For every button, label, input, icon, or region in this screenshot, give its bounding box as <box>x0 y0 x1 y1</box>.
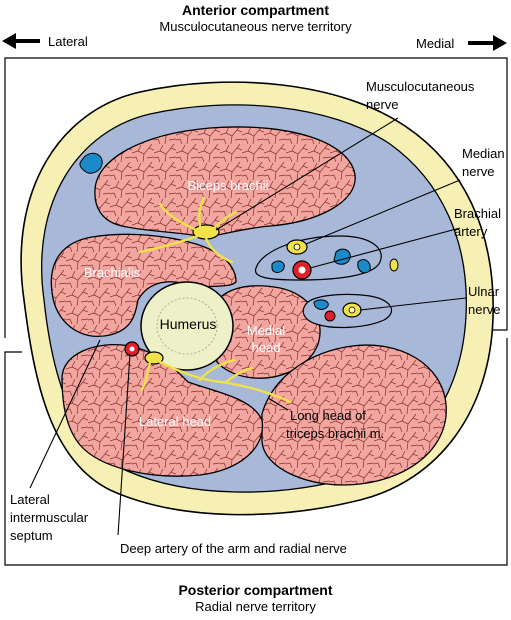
humerus-marrow <box>156 297 218 355</box>
medial-head-label-line1: Medial <box>247 323 285 338</box>
small-vessel <box>389 258 399 272</box>
biceps-brachii-muscle <box>94 126 356 238</box>
musculocutaneous-callout-line1: Musculocutaneous <box>366 79 475 94</box>
medial-label: Medial <box>416 36 455 51</box>
lateral-label: Lateral <box>48 34 88 49</box>
posterior-compartment-bracket <box>4 338 508 566</box>
long-head-muscle <box>261 344 447 486</box>
brachial-artery-callout-line2: artery <box>454 224 488 239</box>
brachial-vein-2 <box>271 260 285 273</box>
deep-artery-lumen <box>129 346 135 352</box>
posterior-compartment-subtitle: Radial nerve territory <box>195 599 316 614</box>
musculocutaneous-branches <box>138 196 238 264</box>
septum-callout-line3: septum <box>10 528 53 543</box>
median-nerve-center <box>293 243 301 251</box>
brachialis-label: Brachialis <box>84 265 141 280</box>
biceps-brachii-label: Biceps brachii <box>188 178 269 193</box>
brachialis-muscle <box>50 233 237 337</box>
anterior-compartment-subtitle: Musculocutaneous nerve territory <box>159 19 352 34</box>
ulnar-vein <box>313 299 329 310</box>
median-nerve-callout-line2: nerve <box>462 164 495 179</box>
brachial-artery-callout-line1: Brachial <box>454 206 501 221</box>
medial-arrow <box>468 35 507 51</box>
anterior-compartment-bracket <box>4 57 508 338</box>
ulnar-collateral-artery <box>324 310 336 322</box>
leader-lines <box>29 117 467 536</box>
anterior-compartment-title: Anterior compartment <box>181 2 330 18</box>
brachial-artery-lumen <box>298 266 306 274</box>
ulnar-nerve-callout-line2: nerve <box>468 302 501 317</box>
radial-nerve-branches <box>140 358 292 404</box>
long-head-callout-line1: Long head of <box>290 408 366 423</box>
lateral-arrow <box>2 33 40 49</box>
lateral-head-label: Lateral head <box>139 414 211 429</box>
posterior-compartment-title: Posterior compartment <box>178 582 333 598</box>
long-head-callout-line2: triceps brachii m. <box>286 426 384 441</box>
ulnar-nerve-center <box>348 306 356 314</box>
medial-head-label-line2: head <box>252 340 281 355</box>
humerus-label: Humerus <box>160 316 217 332</box>
septum-callout-line1: Lateral <box>10 492 50 507</box>
basilic-vein <box>357 259 371 274</box>
cephalic-vein <box>79 152 103 174</box>
brachial-vein-1 <box>333 248 351 265</box>
humerus-bone <box>140 281 234 371</box>
ulnar-nerve-callout-line1: Ulnar <box>468 284 500 299</box>
septum-callout-line2: intermuscular <box>10 510 89 525</box>
median-nerve-callout-line1: Median <box>462 146 505 161</box>
deep-artery-callout: Deep artery of the arm and radial nerve <box>120 541 347 556</box>
musculocutaneous-callout-line2: nerve <box>366 97 399 112</box>
